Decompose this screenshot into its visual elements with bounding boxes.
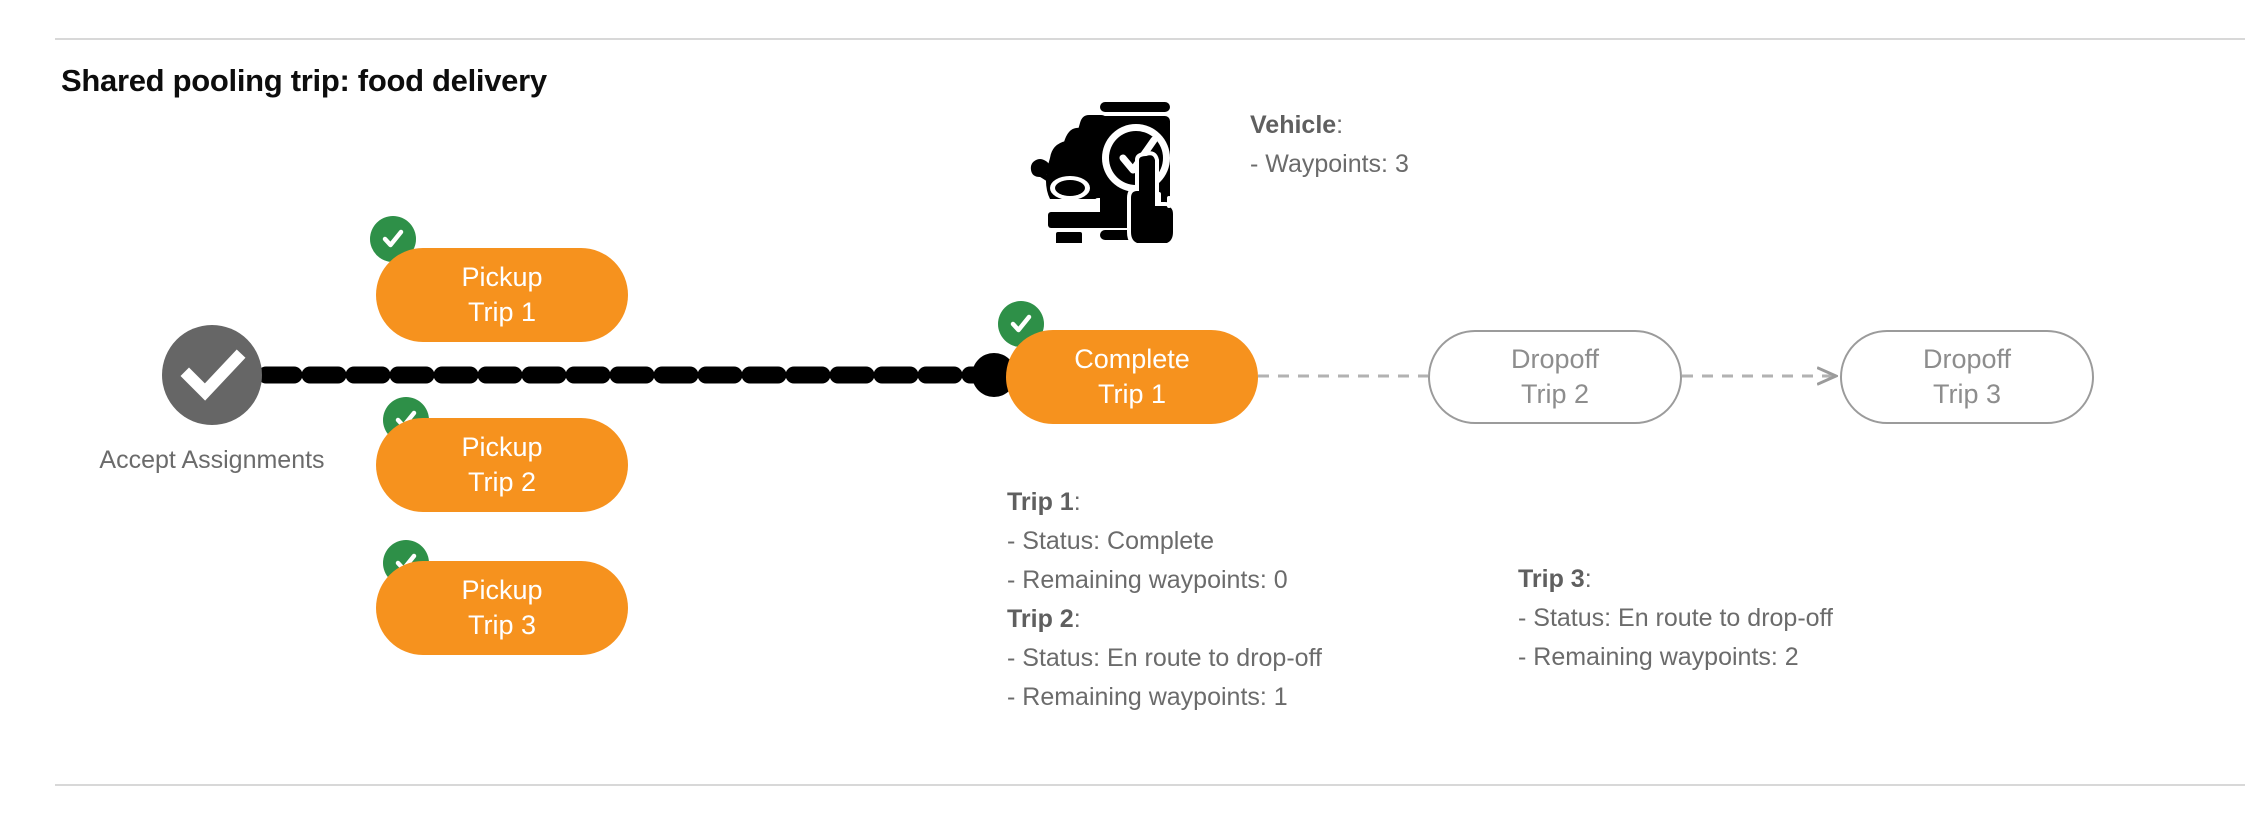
pickup-1-line2: Trip 1 xyxy=(467,297,536,327)
check-badge-icon-complete-1 xyxy=(998,301,1044,347)
pickup-2-line1: Pickup xyxy=(461,432,543,462)
trip-3-heading-suffix: : xyxy=(1584,565,1592,593)
trip-1-status-row: - Status: Complete xyxy=(1007,527,1215,555)
check-circle-icon xyxy=(180,349,246,401)
vehicle-info-block: Vehicle: - Waypoints: 3 xyxy=(1250,106,1409,184)
dropoff-2-line2: Trip 2 xyxy=(1520,379,1589,409)
dropoff-trip-2-node[interactable]: Dropoff Trip 2 xyxy=(1428,330,1682,424)
trip-1-heading: Trip 1: xyxy=(1007,483,1322,522)
bottom-divider xyxy=(55,784,2245,786)
car-phone-check-icon xyxy=(1028,88,1198,243)
trip-1-heading-suffix: : xyxy=(1073,488,1081,516)
trip-2-heading-text: Trip 2 xyxy=(1007,605,1074,633)
accept-assignments-label: Accept Assignments xyxy=(92,440,332,480)
pickup-trip-3-node[interactable]: Pickup Trip 3 xyxy=(376,561,628,655)
trip-1-info-block: Trip 1: - Status: Complete - Remaining w… xyxy=(1007,483,1322,717)
accept-assignments-node[interactable] xyxy=(162,325,262,425)
pickup-trip-1-node[interactable]: Pickup Trip 1 xyxy=(376,248,628,342)
complete-1-line1: Complete xyxy=(1074,344,1190,374)
vehicle-info-row: - Waypoints: 3 xyxy=(1250,150,1409,178)
trip-3-info-block: Trip 3: - Status: En route to drop-off -… xyxy=(1518,560,1833,677)
dropoff-3-line2: Trip 3 xyxy=(1932,379,2001,409)
trip-1-heading-text: Trip 1 xyxy=(1007,488,1074,516)
trip-1-waypoints-row: - Remaining waypoints: 0 xyxy=(1007,566,1288,594)
trip-2-heading-suffix: : xyxy=(1073,605,1081,633)
trip-3-heading-text: Trip 3 xyxy=(1518,565,1585,593)
dropoff-2-line1: Dropoff xyxy=(1510,344,1600,374)
vehicle-info-heading: Vehicle: xyxy=(1250,106,1409,145)
trip-2-heading: Trip 2: xyxy=(1007,600,1322,639)
vehicle-heading-suffix: : xyxy=(1336,111,1344,139)
trip-3-status-row: - Status: En route to drop-off xyxy=(1518,604,1833,632)
accept-label-line2: Assignments xyxy=(181,446,325,474)
complete-trip-1-node[interactable]: Complete Trip 1 xyxy=(1006,330,1258,424)
accept-label-line1: Accept xyxy=(99,446,176,474)
dropoff-3-line1: Dropoff xyxy=(1922,344,2012,374)
pickup-trip-2-node[interactable]: Pickup Trip 2 xyxy=(376,418,628,512)
pickup-1-line1: Pickup xyxy=(461,262,543,292)
trip-2-status-row: - Status: En route to drop-off xyxy=(1007,644,1322,672)
trip-3-heading: Trip 3: xyxy=(1518,560,1833,599)
dropoff-trip-3-node[interactable]: Dropoff Trip 3 xyxy=(1840,330,2094,424)
trip-2-waypoints-row: - Remaining waypoints: 1 xyxy=(1007,683,1288,711)
page-title: Shared pooling trip: food delivery xyxy=(61,63,547,98)
top-divider xyxy=(55,38,2245,40)
pickup-2-line2: Trip 2 xyxy=(467,467,536,497)
pickup-3-line2: Trip 3 xyxy=(467,610,536,640)
vehicle-heading-text: Vehicle xyxy=(1250,111,1337,139)
trip-3-waypoints-row: - Remaining waypoints: 2 xyxy=(1518,643,1799,671)
pickup-3-line1: Pickup xyxy=(461,575,543,605)
complete-1-line2: Trip 1 xyxy=(1097,379,1166,409)
